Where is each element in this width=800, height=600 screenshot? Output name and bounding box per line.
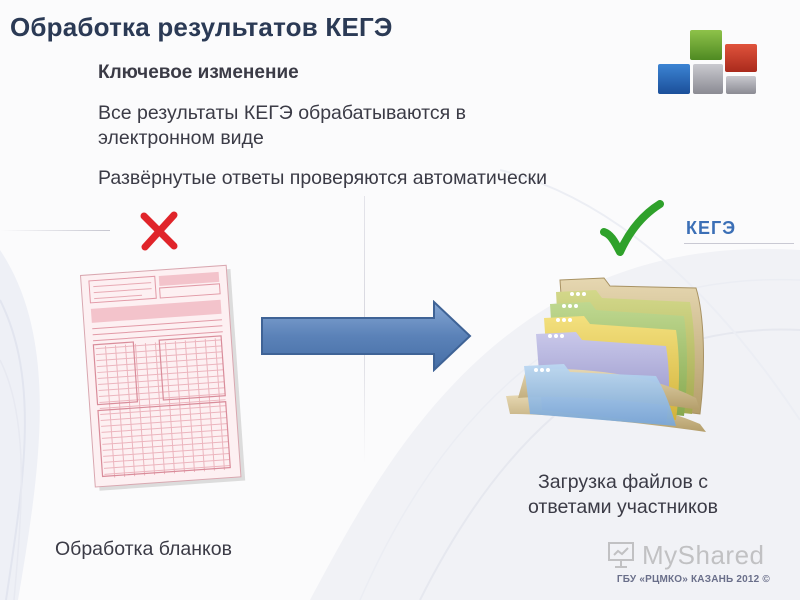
page-title: Обработка результатов КЕГЭ: [10, 12, 393, 42]
red-cross-icon: [140, 211, 178, 251]
stacked-folders-icon: [506, 277, 706, 432]
divider-left: [0, 230, 110, 231]
kege-label: КЕГЭ: [686, 218, 737, 238]
watermark-text: MyShared: [642, 539, 765, 570]
divider-right: [684, 243, 794, 244]
point-electronic-processing: Все результаты КЕГЭ обрабатываются в эле…: [98, 102, 466, 149]
colored-squares-logo: [658, 30, 757, 94]
right-caption: Загрузка файлов с ответами участников: [527, 471, 718, 518]
exam-answer-form: [79, 264, 246, 491]
presentation-icon: [608, 542, 634, 568]
left-caption: Обработка бланков: [55, 538, 233, 560]
footer-credit: ГБУ «РЦМКО» КАЗАНЬ 2012 ©: [616, 574, 770, 585]
key-change-heading: Ключевое изменение: [98, 62, 299, 83]
right-arrow-icon: [261, 300, 472, 372]
green-check-icon: [600, 200, 664, 256]
point-automatic-check: Развёрнутые ответы проверяются автоматич…: [98, 167, 547, 189]
watermark: MyShared: [606, 538, 765, 572]
